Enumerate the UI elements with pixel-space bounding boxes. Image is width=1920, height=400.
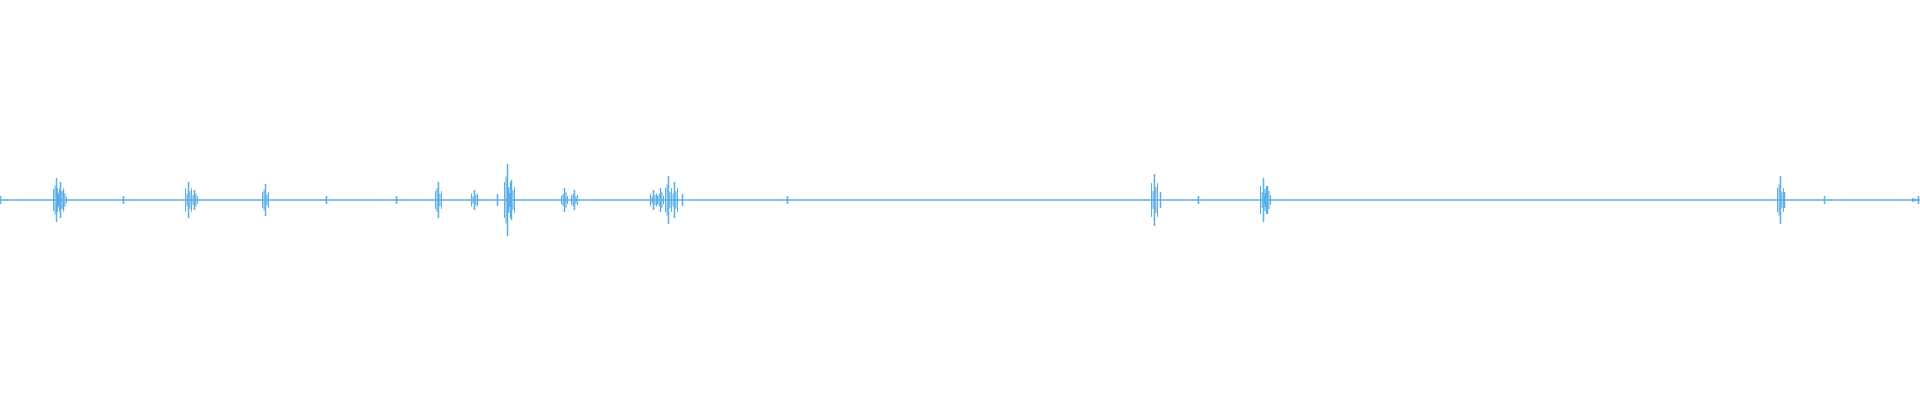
playhead-end-marker (1912, 198, 1920, 202)
waveform-peaks (0, 164, 1920, 236)
